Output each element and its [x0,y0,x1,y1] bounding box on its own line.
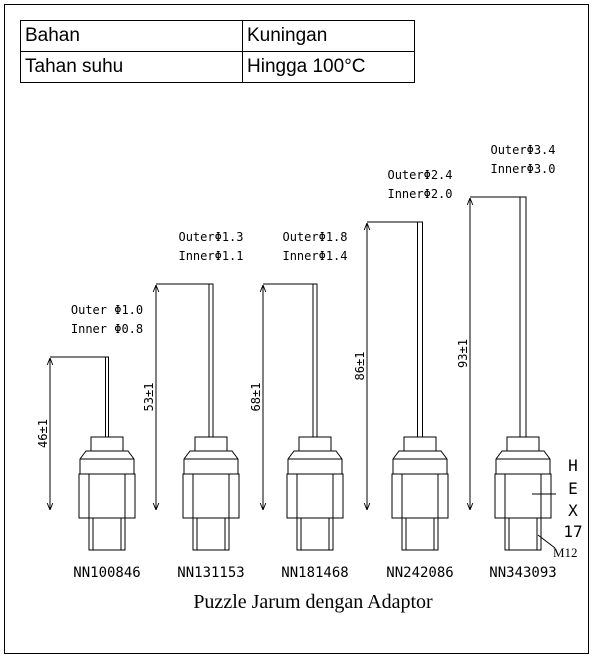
collar [90,436,124,452]
collar [506,436,540,452]
hex-label-size: 17 [563,522,582,541]
threaded-stem [504,517,542,551]
spec-value-temperature: Hingga 100°C [242,51,415,83]
length-label: 86±1 [353,352,367,381]
outer-diameter-label: OuterΦ1.8 [282,230,347,244]
needle-tube [417,221,423,438]
adaptor-body [78,473,136,519]
hex-label-x: X [568,501,578,520]
model-number: NN181468 [281,565,348,581]
collar [298,436,332,452]
threaded-stem [88,517,126,551]
hex-label-h: H [568,456,578,475]
inner-diameter-label: InnerΦ1.1 [178,249,243,263]
threaded-stem [192,517,230,551]
model-number: NN131153 [177,565,244,581]
adaptor-body [182,473,240,519]
needle-tube [312,283,318,438]
hex-nut [287,450,343,475]
spec-table: Bahan Kuningan Tahan suhu Hingga 100°C [20,20,415,83]
length-label: 93±1 [456,339,470,368]
hex-nut [79,450,135,475]
model-number: NN242086 [386,565,453,581]
needle-tube [519,196,527,438]
adaptor-body [494,473,552,519]
outer-diameter-label: Outer Φ1.0 [71,303,143,317]
length-label: 68±1 [249,383,263,412]
hex-nut [495,450,551,475]
threaded-stem [401,517,439,551]
spec-row-temperature: Tahan suhu Hingga 100°C [20,51,415,83]
length-label: 46±1 [36,419,50,448]
hex-annotation: H E X 17 [532,456,583,541]
outer-diameter-label: OuterΦ2.4 [387,168,452,182]
adaptor-body [391,473,449,519]
length-label: 53±1 [142,383,156,412]
outer-diameter-label: OuterΦ3.4 [490,143,555,157]
threaded-stem [296,517,334,551]
spec-value-material: Kuningan [242,20,415,52]
diagram-frame [4,4,589,654]
thread-annotation: M12 [537,534,578,560]
inner-diameter-label: InnerΦ3.0 [490,162,555,176]
collar [194,436,228,452]
diagram-caption: Puzzle Jarum dengan Adaptor [193,591,433,613]
inner-diameter-label: InnerΦ2.0 [387,187,452,201]
needle-tube [208,283,214,438]
model-number: NN100846 [73,565,140,581]
hex-label-e: E [568,479,578,498]
spec-row-material: Bahan Kuningan [20,20,415,52]
needle-tube [105,356,109,438]
inner-diameter-label: InnerΦ1.4 [282,249,347,263]
model-number: NN343093 [489,565,556,581]
hex-nut [392,450,448,475]
inner-diameter-label: Inner Φ0.8 [71,322,143,336]
outer-diameter-label: OuterΦ1.3 [178,230,243,244]
collar [403,436,437,452]
hex-nut [183,450,239,475]
adaptor-body [286,473,344,519]
thread-label: M12 [553,545,578,560]
